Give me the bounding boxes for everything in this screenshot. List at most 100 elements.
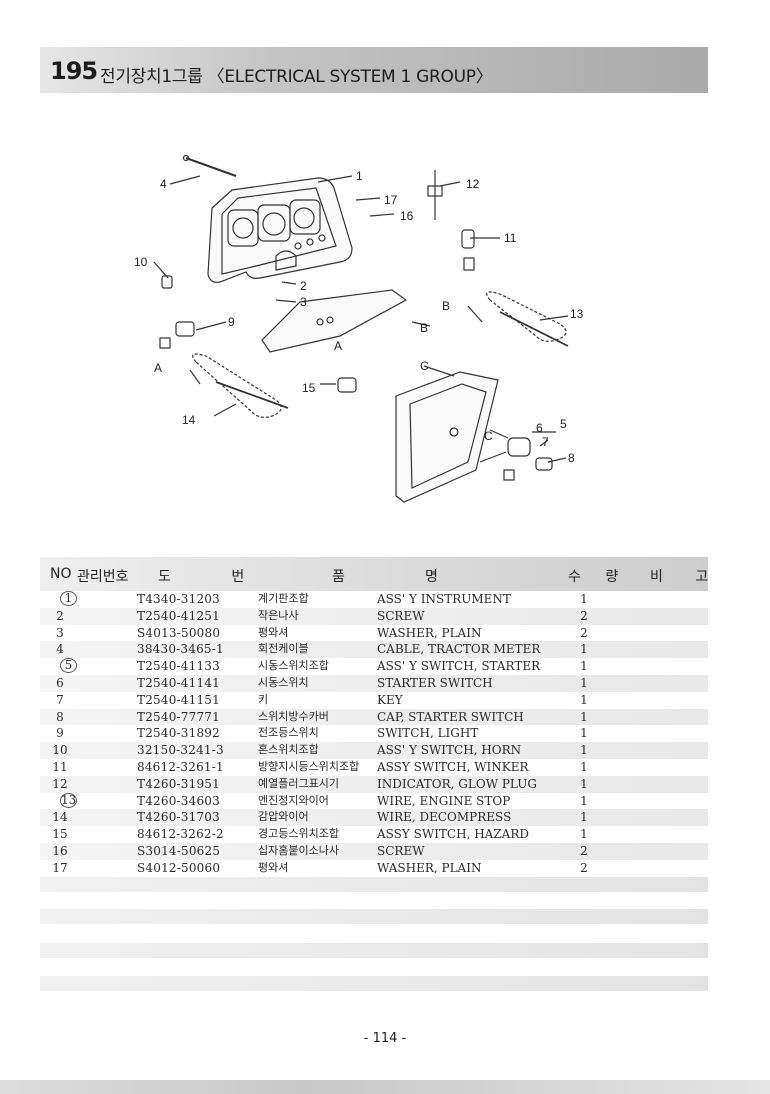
callout-A-ref-2: A	[154, 361, 162, 375]
callout-14: 14	[182, 413, 196, 427]
row-quantity: 1	[580, 776, 588, 791]
header-no: NO	[50, 566, 72, 582]
callout-C-ref-2: C	[484, 429, 493, 443]
row-part-number: S3014-50625	[137, 843, 221, 858]
row-quantity: 2	[580, 860, 588, 875]
row-no: 9	[56, 726, 64, 741]
scan-bottom-edge	[0, 1080, 770, 1094]
row-quantity: 1	[580, 743, 588, 758]
row-part-number: 84612-3261-1	[137, 759, 224, 774]
row-name-korean: 시동스위치조합	[258, 659, 329, 673]
row-name-korean: 키	[258, 692, 269, 706]
row-name-korean: 방향지시등스위치조합	[258, 759, 360, 773]
row-quantity: 1	[580, 642, 588, 657]
row-part-number: T2540-31892	[137, 726, 220, 741]
row-name-english: ASS' Y SWITCH, STARTER	[377, 659, 541, 674]
circled-item-number: 13	[60, 792, 77, 808]
section-title-bar: 195 전기장치1그룹 〈ELECTRICAL SYSTEM 1 GROUP〉	[40, 47, 708, 93]
row-name-korean: 평와셔	[258, 860, 289, 874]
row-name-english: INDICATOR, GLOW PLUG	[377, 776, 537, 791]
callout-9: 9	[228, 315, 235, 329]
row-part-number: T4260-31703	[137, 810, 220, 825]
callout-16: 16	[400, 209, 414, 223]
row-name-korean: 작은나사	[258, 608, 299, 622]
callout-5: 5	[560, 417, 567, 431]
row-name-korean: 경고등스위치조합	[258, 827, 339, 841]
circled-item-number: 5	[60, 658, 77, 674]
callout-15: 15	[302, 381, 316, 395]
callout-B-ref: B	[420, 321, 428, 335]
row-name-korean: 계기판조합	[258, 592, 309, 605]
row-name-korean: 예열플러그표시기	[258, 776, 339, 790]
row-part-number: T4260-31951	[137, 776, 220, 791]
row-quantity: 1	[580, 793, 588, 808]
row-name-english: ASSY SWITCH, HAZARD	[377, 827, 529, 842]
row-no: 6	[56, 675, 64, 690]
row-name-english: ASS' Y SWITCH, HORN	[377, 743, 522, 758]
parts-table-header: NO 관리번호 도 번 품 명 수 량 비 고	[40, 557, 708, 591]
callout-10: 10	[134, 255, 148, 269]
row-name-english: WASHER, PLAIN	[377, 860, 482, 875]
row-quantity: 1	[580, 810, 588, 825]
header-drawing-no: 도 번	[158, 569, 273, 585]
callout-4: 4	[160, 177, 167, 191]
callout-6: 6	[536, 421, 543, 435]
row-quantity: 2	[580, 843, 588, 858]
row-quantity: 1	[580, 759, 588, 774]
row-name-korean: 엔진정지와이어	[258, 793, 329, 807]
header-name-part1: 품	[332, 569, 345, 585]
section-number: 195	[50, 57, 98, 85]
callout-2: 2	[300, 279, 307, 293]
row-part-number: T4340-31203	[137, 592, 220, 606]
row-name-korean: 감압와이어	[258, 810, 309, 824]
section-title: 전기장치1그룹 〈ELECTRICAL SYSTEM 1 GROUP〉	[100, 67, 493, 87]
row-no: 12	[52, 776, 68, 791]
row-name-korean: 전조등스위치	[258, 726, 319, 740]
row-name-english: ASS' Y INSTRUMENT	[377, 592, 511, 606]
row-quantity: 1	[580, 827, 588, 842]
table-row: 9 T2540-31892 전조등스위치 SWITCH, LIGHT 1	[40, 725, 708, 742]
row-no: 14	[52, 810, 68, 825]
row-name-korean: 평와셔	[258, 625, 289, 639]
row-no: 15	[52, 827, 68, 842]
page-number: - 114 -	[363, 1031, 407, 1046]
row-name-english: WASHER, PLAIN	[377, 625, 482, 640]
callout-C-ref: C	[420, 359, 429, 373]
callout-11: 11	[504, 231, 517, 245]
callout-A-ref: A	[334, 339, 342, 353]
row-part-number: T2540-41133	[137, 659, 220, 674]
row-quantity: 1	[580, 675, 588, 690]
exploded-parts-diagram: 4 1 17 16 12 11 10 2 3 9 B B 13 A A C 15…	[134, 154, 584, 503]
row-quantity: 1	[580, 692, 588, 707]
callout-3: 3	[300, 295, 307, 309]
row-part-number: 38430-3465-1	[137, 642, 224, 657]
row-name-korean: 혼스위치조합	[258, 743, 319, 757]
callout-17: 17	[384, 193, 398, 207]
row-name-english: SWITCH, LIGHT	[377, 726, 479, 741]
row-quantity: 2	[580, 608, 588, 623]
row-quantity: 1	[580, 659, 588, 674]
callout-7: 7	[542, 435, 549, 449]
row-no: 10	[52, 743, 68, 758]
row-name-korean: 회전케이블	[258, 642, 309, 656]
row-name-english: CAP, STARTER SWITCH	[377, 709, 524, 724]
row-no: 4	[56, 642, 64, 657]
callout-12: 12	[466, 177, 480, 191]
row-quantity: 1	[580, 726, 588, 741]
row-no: 8	[56, 709, 64, 724]
row-part-number: T2540-41151	[137, 692, 220, 707]
row-part-number: T2540-77771	[137, 709, 220, 724]
row-no: 2	[56, 608, 64, 623]
row-name-english: WIRE, DECOMPRESS	[377, 810, 512, 825]
row-name-english: CABLE, TRACTOR METER	[377, 642, 541, 657]
row-part-number: S4012-50060	[137, 860, 221, 875]
row-part-number: T4260-34603	[137, 793, 220, 808]
row-name-korean: 시동스위치	[258, 675, 309, 689]
